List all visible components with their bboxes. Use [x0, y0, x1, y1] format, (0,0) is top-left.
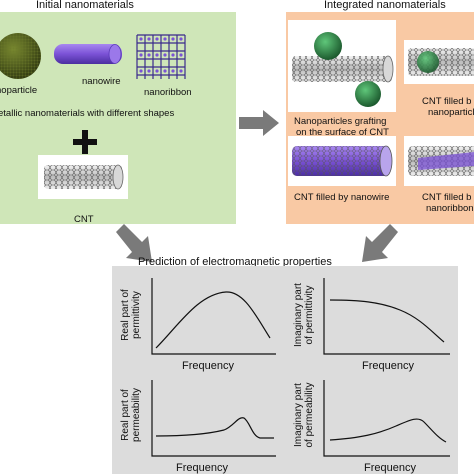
nanoribbon-label: nanoribbon	[144, 87, 192, 98]
plot2-curve	[329, 299, 445, 343]
plot2-axes	[323, 278, 450, 355]
shapes-caption: etallic nanomaterials with different sha…	[0, 108, 175, 119]
cnt-filled-nanoparticle-icon	[408, 48, 474, 76]
filled-np-caption-line2: nanoparticle	[428, 107, 474, 118]
initial-title: Initial nanomaterials	[36, 0, 134, 11]
cnt-with-grafted-particles-icon	[292, 32, 394, 107]
plot4-xlabel: Frequency	[364, 462, 416, 474]
plot3-xlabel: Frequency	[176, 462, 228, 474]
plot3-curve	[155, 417, 274, 439]
filled-ribbon-caption-line1: CNT filled b	[422, 192, 472, 203]
plot1-xlabel: Frequency	[182, 360, 234, 372]
cnt-filled-nanoribbon-icon	[408, 146, 474, 176]
filled-np-caption-line1: CNT filled b	[422, 96, 472, 107]
plot1-axes	[151, 278, 276, 355]
grafting-caption-line2: on the surface of CNT	[296, 127, 389, 138]
nanoparticle-label: noparticle	[0, 85, 38, 96]
integrated-title: Integrated nanomaterials	[324, 0, 446, 11]
cnt-filled-nanoparticle-image	[404, 40, 474, 84]
prediction-title: Prediction of electromagnetic properties	[138, 256, 332, 268]
plot1-curve	[155, 291, 271, 349]
down-right-arrow-icon	[116, 224, 152, 262]
filled-ribbon-caption-line2: nanoribbon	[426, 203, 474, 214]
cnt-label: CNT	[74, 214, 94, 225]
plot4-axes	[323, 380, 450, 457]
cnt-filled-nanoribbon-image	[404, 136, 474, 186]
plot2-xlabel: Frequency	[362, 360, 414, 372]
down-left-arrow-icon	[362, 224, 398, 262]
carbon-nanotube-icon	[44, 164, 124, 190]
cnt-filled-nanowire-image	[288, 136, 396, 186]
integrated-nanomaterials-panel: Nanoparticles grafting on the surface of…	[286, 12, 474, 224]
nanowire-label: nanowire	[82, 76, 121, 87]
plot3-axes	[151, 380, 276, 457]
nanoparticle-sphere-icon	[0, 33, 41, 79]
nanoribbon-icon	[136, 34, 186, 79]
cnt-filled-nanowire-icon	[292, 145, 393, 177]
grafting-caption-line1: Nanoparticles grafting	[294, 116, 387, 127]
cnt-image	[38, 155, 128, 199]
filled-wire-caption: CNT filled by nanowire	[294, 192, 390, 203]
grafting-image	[288, 20, 396, 112]
initial-nanomaterials-panel: noparticle nanowire nanoribbon etallic n	[0, 12, 236, 225]
nanowire-icon	[54, 44, 122, 64]
right-arrow-icon	[239, 110, 279, 136]
plus-icon	[73, 130, 97, 154]
plot4-curve	[329, 418, 447, 443]
